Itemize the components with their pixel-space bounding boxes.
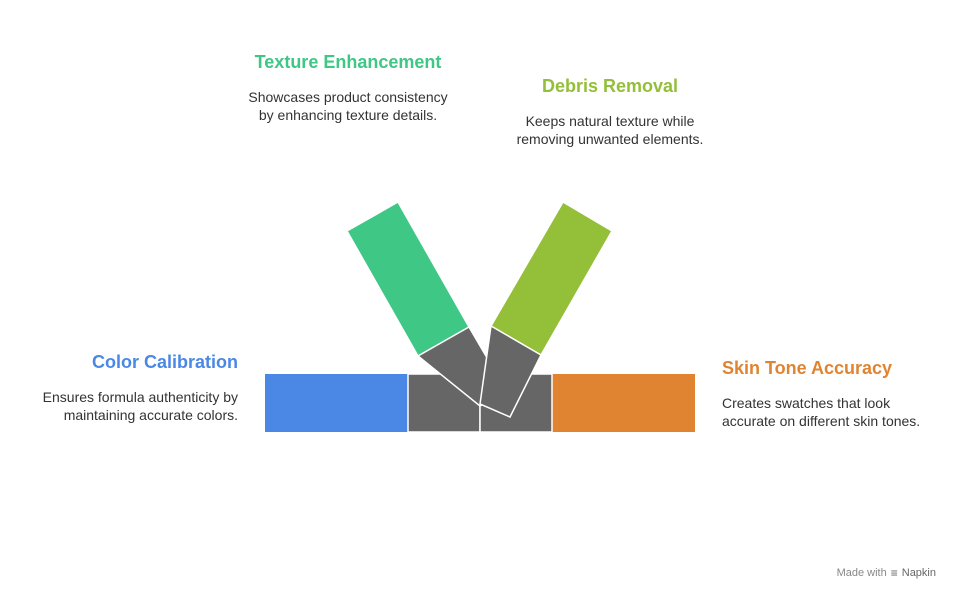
texture-enhancement-arm xyxy=(345,200,471,358)
napkin-logo-icon: ≡ xyxy=(890,566,898,580)
color-calibration-bar xyxy=(265,374,408,432)
napkin-brand-label: Napkin xyxy=(901,567,936,579)
color-calibration-block: Color Calibration Ensures formula authen… xyxy=(40,350,238,424)
skin-tone-accuracy-block: Skin Tone Accuracy Creates swatches that… xyxy=(722,356,922,430)
made-with-label: Made with xyxy=(836,567,887,579)
skin-tone-accuracy-title: Skin Tone Accuracy xyxy=(722,358,893,378)
color-calibration-description: Ensures formula authenticity by maintain… xyxy=(42,389,238,423)
debris-removal-title: Debris Removal xyxy=(541,76,679,96)
color-calibration-title: Color Calibration xyxy=(91,352,238,372)
debris-removal-description: Keeps natural texture while removing unw… xyxy=(516,113,704,147)
texture-enhancement-block: Texture Enhancement Showcases product co… xyxy=(248,50,448,124)
texture-enhancement-title: Texture Enhancement xyxy=(254,52,442,72)
made-with-napkin-footer[interactable]: Made with ≡ Napkin xyxy=(837,566,936,580)
debris-joint-segment xyxy=(479,324,542,418)
texture-enhancement-description: Showcases product consistency by enhanci… xyxy=(248,89,448,123)
skin-tone-accuracy-description: Creates swatches that look accurate on d… xyxy=(722,395,921,429)
debris-removal-arm xyxy=(489,200,614,357)
debris-removal-block: Debris Removal Keeps natural texture whi… xyxy=(505,74,715,148)
skin-tone-bar xyxy=(552,374,695,432)
